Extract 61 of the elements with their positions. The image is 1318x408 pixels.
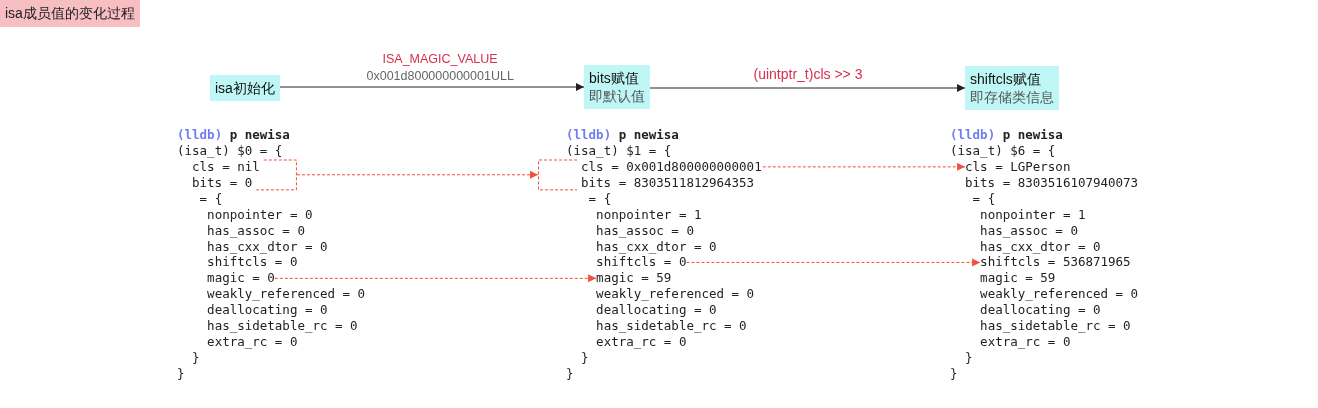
process-box: shiftcls赋值 即存储类信息 bbox=[965, 66, 1059, 110]
code-line: shiftcls = 0 bbox=[207, 254, 298, 271]
dashed-arrow bbox=[296, 170, 539, 179]
value-label: 0x001d800000000001ULL bbox=[366, 69, 514, 83]
code-line: shiftcls = 0 bbox=[596, 254, 687, 271]
code-line: bits = 8303511812964353 bbox=[581, 174, 755, 191]
code-line: has_cxx_dtor = 0 bbox=[596, 238, 717, 255]
code-line: magic = 59 bbox=[596, 270, 672, 287]
code-line: has_cxx_dtor = 0 bbox=[980, 238, 1101, 255]
code-line: = { bbox=[588, 190, 612, 207]
edge-label: ISA_MAGIC_VALUE bbox=[382, 52, 498, 66]
code-line: nonpointer = 1 bbox=[596, 206, 702, 223]
code-line: magic = 0 bbox=[207, 270, 275, 287]
process-box: bits赋值 即默认值 bbox=[584, 65, 650, 109]
code-line: = { bbox=[972, 190, 996, 207]
code-line: shiftcls = 536871965 bbox=[980, 254, 1131, 271]
code-line: } bbox=[192, 350, 200, 366]
edge-label: (uintptr_t)cls >> 3 bbox=[753, 66, 863, 82]
arrow bbox=[649, 84, 966, 92]
code-line: (lldb) p newisa bbox=[177, 127, 290, 143]
code-line: cls = LGPerson bbox=[965, 158, 1071, 175]
code-line: (isa_t) $0 = { bbox=[177, 142, 283, 159]
code-line: bits = 0 bbox=[192, 174, 253, 191]
process-box: isa初始化 bbox=[210, 75, 280, 101]
code-line: } bbox=[581, 350, 589, 366]
code-line: nonpointer = 1 bbox=[980, 206, 1086, 223]
code-line: } bbox=[950, 365, 958, 382]
code-line: (isa_t) $6 = { bbox=[950, 142, 1056, 159]
code-line: } bbox=[177, 365, 185, 382]
code-line: deallocating = 0 bbox=[980, 302, 1101, 319]
code-line: has_sidetable_rc = 0 bbox=[596, 318, 747, 335]
code-line: } bbox=[965, 350, 973, 366]
title-label: isa成员值的变化过程 bbox=[0, 0, 140, 27]
code-line: has_assoc = 0 bbox=[596, 222, 694, 239]
code-line: bits = 8303516107940073 bbox=[965, 174, 1139, 191]
code-line: has_cxx_dtor = 0 bbox=[207, 238, 328, 255]
code-line: weakly_referenced = 0 bbox=[207, 286, 366, 303]
code-line: magic = 59 bbox=[980, 270, 1056, 287]
code-line: deallocating = 0 bbox=[207, 302, 328, 319]
code-line: has_assoc = 0 bbox=[980, 222, 1078, 239]
code-line: deallocating = 0 bbox=[596, 302, 717, 319]
code-line: extra_rc = 0 bbox=[980, 334, 1071, 351]
dashed-arrow bbox=[274, 274, 597, 283]
code-line: = { bbox=[199, 190, 223, 207]
code-line: weakly_referenced = 0 bbox=[596, 286, 755, 303]
arrow bbox=[279, 83, 585, 91]
code-line: has_sidetable_rc = 0 bbox=[980, 318, 1131, 335]
code-line: (isa_t) $1 = { bbox=[566, 142, 672, 159]
code-line: extra_rc = 0 bbox=[207, 334, 298, 351]
code-line: weakly_referenced = 0 bbox=[980, 286, 1139, 303]
code-line: nonpointer = 0 bbox=[207, 206, 313, 223]
code-line: extra_rc = 0 bbox=[596, 334, 687, 351]
code-line: (lldb) p newisa bbox=[950, 127, 1063, 143]
code-line: has_sidetable_rc = 0 bbox=[207, 318, 358, 335]
code-line: cls = 0x001d800000000001 bbox=[581, 158, 762, 175]
code-line: cls = nil bbox=[192, 158, 260, 175]
code-line: has_assoc = 0 bbox=[207, 222, 305, 239]
dashed-arrow bbox=[762, 162, 966, 171]
dashed-arrow bbox=[685, 258, 981, 267]
code-line: } bbox=[566, 365, 574, 382]
code-line: (lldb) p newisa bbox=[566, 127, 679, 143]
